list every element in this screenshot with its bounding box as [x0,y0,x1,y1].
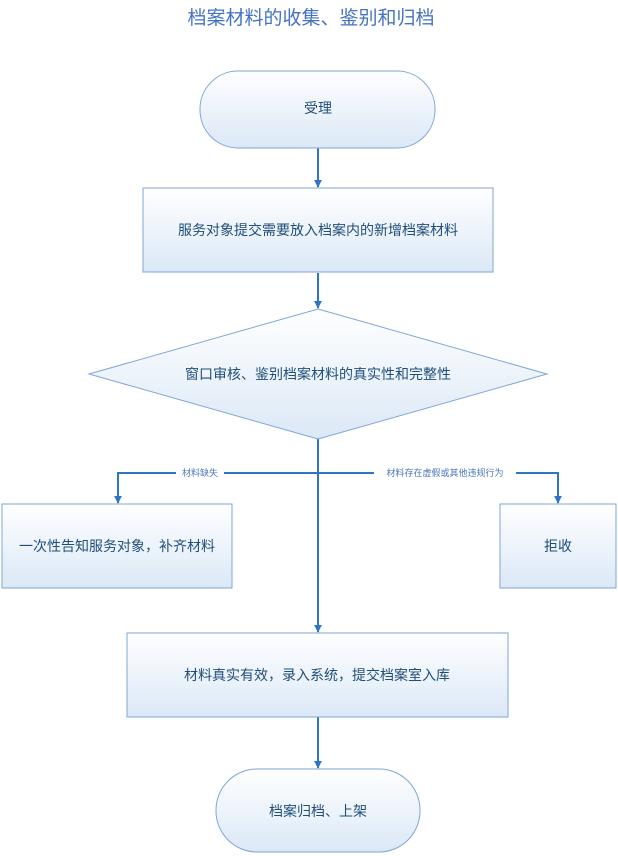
review-label: 窗口审核、鉴别档案材料的真实性和完整性 [185,366,451,383]
submit-label: 服务对象提交需要放入档案内的新增档案材料 [178,222,458,239]
archive-label: 档案归档、上架 [269,803,367,820]
diagram-title: 档案材料的收集、鉴别和归档 [187,7,434,29]
start-terminator [199,70,436,149]
review-decision-diamond [87,308,549,440]
notify-label: 一次性告知服务对象，补齐材料 [19,538,215,555]
edge-label-bg-fraud [374,466,516,479]
reject-process-box [499,503,617,589]
archive-terminator [215,768,421,853]
accept-label: 材料真实有效，录入系统，提交档案室入库 [184,667,450,684]
reject-label: 拒收 [544,539,572,555]
arrow-review-to-notify [114,472,318,504]
accept-process-box [126,632,509,718]
edge-label-fraud: 材料存在虚假或其他违规行为 [386,467,503,479]
notify-process-box [1,503,233,589]
edge-label-missing: 材料缺失 [182,467,218,479]
edge-label-bg-missing [176,466,224,479]
submit-process-box [142,187,494,273]
start-label: 受理 [304,101,332,117]
